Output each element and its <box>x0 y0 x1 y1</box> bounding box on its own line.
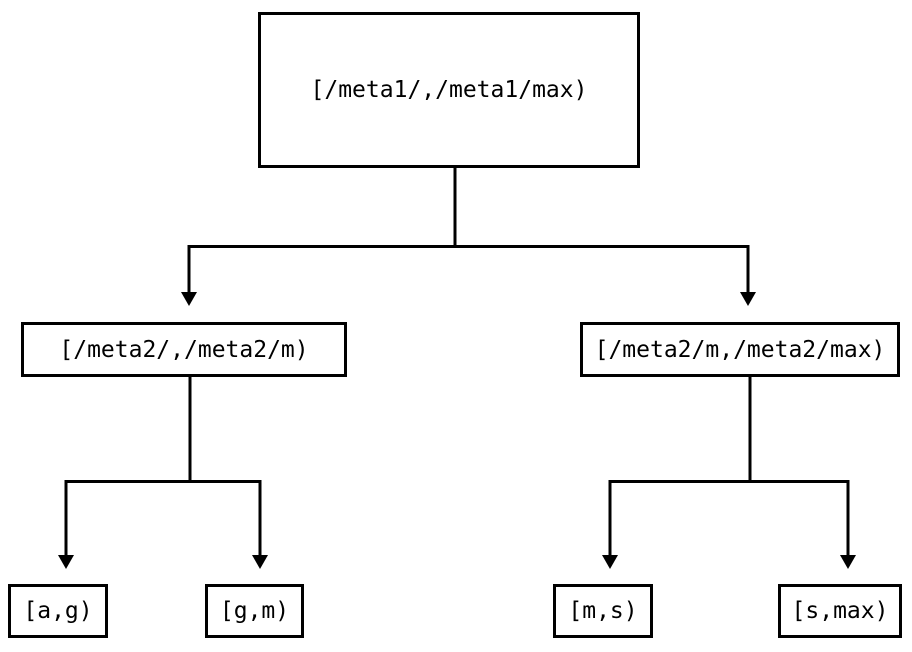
arrowhead-mid-left-to-leaf-2 <box>252 555 268 569</box>
node-mid-left-label: [/meta2/,/meta2/m) <box>59 336 309 363</box>
node-mid-right-label: [/meta2/m,/meta2/max) <box>594 336 886 363</box>
edge-mid-right-to-leaves-group <box>602 377 856 569</box>
node-leaf-2-label: [g,m) <box>219 598 290 624</box>
node-mid-left[interactable]: [/meta2/,/meta2/m) <box>21 322 347 377</box>
node-mid-right[interactable]: [/meta2/m,/meta2/max) <box>580 322 900 377</box>
node-leaf-1[interactable]: [a,g) <box>8 584 108 638</box>
node-root-label: [/meta1/,/meta1/max) <box>310 77 588 103</box>
edge-root-to-mid-group <box>181 168 756 306</box>
arrowhead-mid-right-to-leaf-3 <box>602 555 618 569</box>
arrowhead-mid-right-to-leaf-4 <box>840 555 856 569</box>
node-leaf-2[interactable]: [g,m) <box>205 584 304 638</box>
node-root[interactable]: [/meta1/,/meta1/max) <box>258 12 640 168</box>
arrowhead-root-to-mid-left <box>181 292 197 306</box>
arrowhead-root-to-mid-right <box>740 292 756 306</box>
node-leaf-4-label: [s,max) <box>791 598 889 624</box>
node-leaf-4[interactable]: [s,max) <box>778 584 902 638</box>
node-leaf-3-label: [m,s) <box>568 598 638 624</box>
edge-mid-left-to-leaves-group <box>58 377 268 569</box>
node-leaf-3[interactable]: [m,s) <box>553 584 653 638</box>
arrowhead-mid-left-to-leaf-1 <box>58 555 74 569</box>
node-leaf-1-label: [a,g) <box>23 598 93 624</box>
